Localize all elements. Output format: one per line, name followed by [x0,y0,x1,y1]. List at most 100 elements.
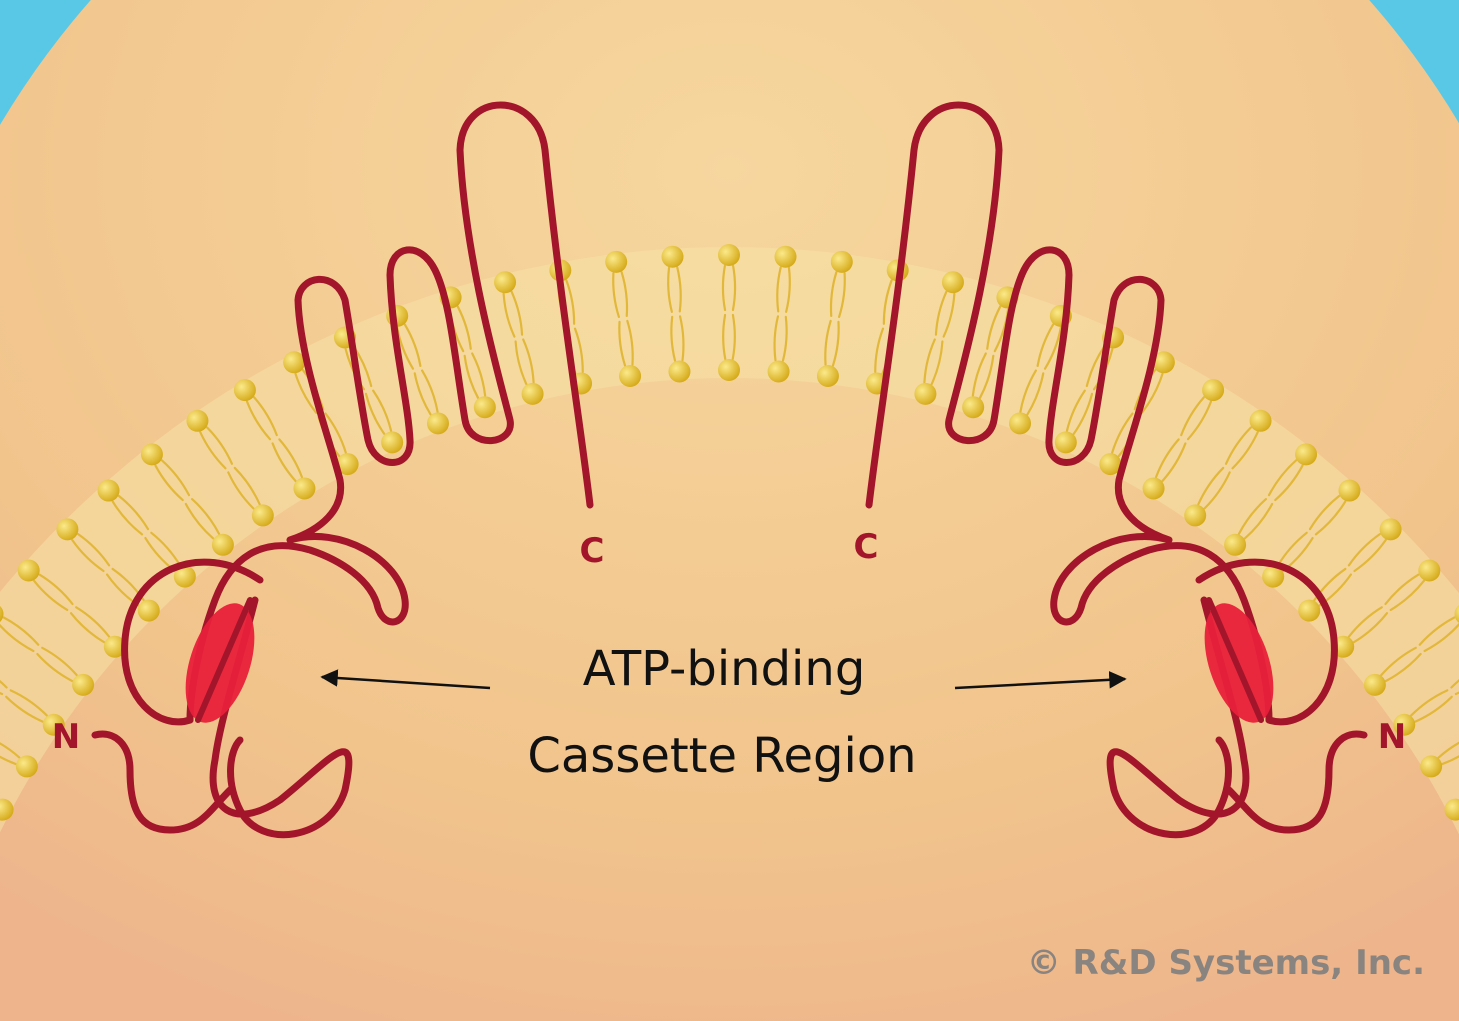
lipid-tail [154,464,184,502]
lipid-tail [785,266,791,313]
phospholipid-icon [1295,443,1318,466]
lipid-tail [77,533,111,567]
lipid-tail [1384,573,1420,606]
phospholipid-icon [962,396,985,419]
lipid-tail [9,689,48,717]
phospholipid-icon [1099,453,1122,476]
lipid-tail [1237,498,1268,535]
left-c-terminus-label: C [580,531,605,571]
lipid-tail [294,372,318,414]
lipid-tail [510,290,524,336]
lipid-tail [1437,741,1459,759]
lipid-tail [456,305,472,350]
lipid-tail [1036,323,1055,367]
lipid-tail [0,742,21,759]
lipid-tail [565,279,576,325]
lipid-tail [1197,466,1225,506]
lipid-tail [1019,369,1037,413]
lipid-tail [1352,612,1389,644]
phospholipid-icon [15,755,38,778]
lipid-tail [514,340,528,386]
right-transporter [865,101,1368,839]
lipid-tail [1267,459,1298,497]
lipid-tail [1418,616,1456,646]
lipid-tail [5,695,44,723]
phospholipid-icon [1393,713,1416,736]
lipid-tail [923,338,936,384]
phospholipid-icon [816,364,839,387]
lipid-tail [776,266,782,313]
lipid-tail [324,412,347,454]
lipid-tail [731,313,736,361]
lipid-tail [111,500,144,536]
right-transmembrane-loops [865,101,1273,724]
lipid-tail [824,319,832,366]
lipid-tail [0,755,17,766]
lipid-tail [1186,400,1213,441]
lipid-tail [1140,372,1164,414]
lipid-tail [831,320,840,367]
left-transmembrane-loops [186,101,594,724]
lipid-tail [364,392,386,435]
lipid-tail [1203,471,1231,510]
phospholipid-icon [1224,533,1247,556]
phospholipid-icon [1009,412,1032,435]
lipid-tail [1026,372,1045,416]
lipid-tail [71,538,105,573]
lipid-tail [1224,426,1252,465]
lipid-tail [1161,442,1187,483]
right-pointer-arrow [954,671,1127,690]
phospholipid-icon [1454,605,1459,623]
phospholipid-icon [1298,599,1321,622]
phospholipid-icon [186,409,209,432]
phospholipid-icon [381,431,404,454]
lipid-tail [1347,533,1381,567]
phospholipid-icon [211,533,234,556]
lipid-tail [41,646,78,677]
lipid-tail [676,266,682,313]
lipid-tail [1380,646,1417,677]
lipid-tail [2,616,40,646]
lipid-tail [722,313,727,361]
lipid-tail [882,279,893,325]
phospholipid-icon [336,453,359,476]
lipid-tail [421,369,439,413]
phospholipid-icon [233,379,256,402]
lipid-tail [626,319,634,366]
lipid-tail [874,327,885,374]
lipid-tail [1274,464,1304,502]
phospholipid-icon [1054,431,1077,454]
phospholipid-icon [283,351,306,374]
lipid-tail [1441,755,1459,766]
lipid-tail [33,579,69,612]
lipid-tail [190,498,221,535]
lipid-tail [75,606,111,638]
region-label-line1: ATP-binding [583,641,866,697]
lipid-tail [618,320,627,367]
phospholipid-icon [173,565,196,588]
right-c-terminus-label: C [854,527,879,567]
lipid-tail [1314,500,1347,536]
lipid-tail [978,354,995,399]
lipid-tail [1353,538,1387,573]
left-transporter [91,101,594,839]
lipid-tail [199,431,227,470]
lipid-tail [1111,412,1134,454]
lipid-tail [971,352,987,397]
lipid-tail [1243,502,1274,540]
lipid-tail [278,438,304,479]
phospholipid-icon [521,382,544,405]
lipid-tail [731,264,737,312]
lipid-tail [1231,431,1259,470]
lipid-tail [471,352,487,397]
region-label-line2: Cassette Region [527,728,916,784]
phospholipid-icon [494,271,517,294]
lipid-tail [1043,326,1062,370]
lipid-tail [670,315,677,362]
right-n-terminus-label: N [1378,717,1406,757]
lipid-tail [184,502,215,540]
lipid-tail [678,315,685,362]
lipid-tail [1410,689,1449,717]
lipid-tail [1450,679,1459,689]
